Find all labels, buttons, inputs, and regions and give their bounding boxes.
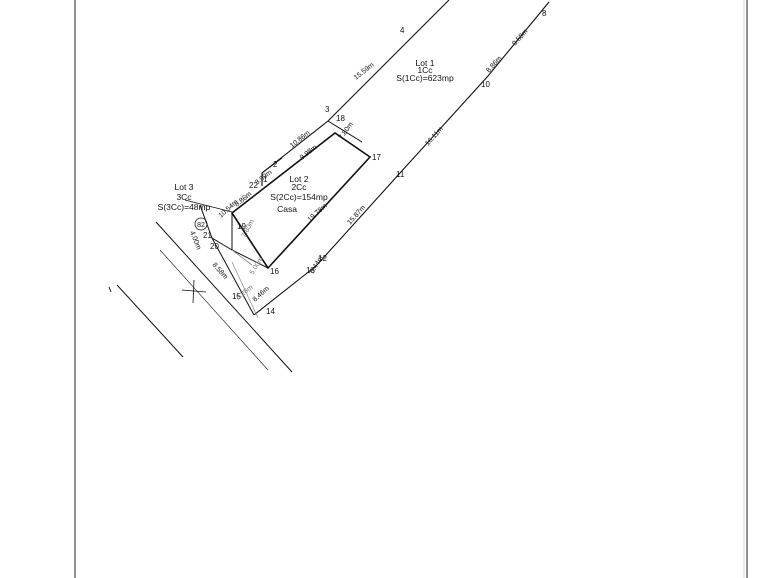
dim-9-58: 9.58m bbox=[511, 28, 529, 47]
point-21: 21 bbox=[203, 231, 212, 240]
dim-16-11: 16.11m bbox=[424, 126, 445, 148]
road-line-3 bbox=[159, 249, 269, 371]
dim-4-00: 4.00m bbox=[188, 230, 202, 251]
point-22: 22 bbox=[249, 181, 258, 190]
point-3: 3 bbox=[325, 105, 330, 114]
point-8: 8 bbox=[542, 9, 547, 18]
dim-15-87: 15.87m bbox=[346, 204, 367, 226]
plot-number-label: 82 bbox=[197, 222, 205, 229]
lot1-right-boundary bbox=[253, 1, 550, 316]
dim-8-46: 8.46m bbox=[252, 285, 271, 303]
dim-5-44: 5.44m bbox=[309, 255, 325, 275]
lot2-area: S(2Cc)=154mp bbox=[270, 192, 328, 202]
dim-15-59: 15.59m bbox=[353, 62, 376, 82]
lot1-boundary bbox=[261, 0, 450, 186]
plot-number-circle bbox=[194, 217, 208, 231]
lot3-code: 3Cc bbox=[176, 192, 192, 202]
point-12: 12 bbox=[318, 254, 327, 263]
road-line-2 bbox=[155, 221, 293, 373]
house-label: Casa bbox=[277, 204, 297, 214]
cross-marker-v bbox=[192, 279, 195, 304]
dim-9-98: 9.98m bbox=[299, 144, 319, 162]
lot2-name: Lot 2 bbox=[290, 174, 309, 184]
point-20: 20 bbox=[210, 242, 219, 251]
lot2-code: 2Cc bbox=[291, 182, 307, 192]
edge-mark bbox=[108, 286, 112, 293]
point-4: 4 bbox=[400, 26, 405, 35]
dim-10-86: 10.86m bbox=[289, 130, 312, 150]
lot2-grey-edge bbox=[231, 249, 253, 266]
point-15: 15 bbox=[232, 292, 241, 301]
point-2: 2 bbox=[273, 160, 278, 169]
dim-7-80-top: 7.80m bbox=[338, 121, 355, 141]
point-19: 19 bbox=[237, 222, 246, 231]
lot2-north-boundary bbox=[261, 157, 283, 174]
lot1-code: 1Cc bbox=[417, 65, 433, 75]
lot1-name: Lot 1 bbox=[416, 58, 435, 68]
dim-5-00: 5.00m bbox=[249, 256, 265, 276]
point-11: 11 bbox=[396, 170, 405, 179]
road-line-1 bbox=[116, 284, 184, 358]
lot3-name: Lot 3 bbox=[175, 182, 194, 192]
dim-19-78: 19.78m bbox=[307, 203, 329, 224]
dim-8-86-right: 8.86m bbox=[485, 55, 503, 74]
lot3-south-boundary bbox=[211, 237, 255, 316]
point-14: 14 bbox=[266, 307, 275, 316]
lot1-area: S(1Cc)=623mp bbox=[396, 73, 454, 83]
point-17: 17 bbox=[372, 153, 381, 162]
lot2-south-boundary bbox=[231, 249, 269, 269]
point-1: 1 bbox=[263, 175, 268, 184]
point-13: 13 bbox=[306, 266, 315, 275]
house-outline bbox=[230, 132, 372, 270]
point-10: 10 bbox=[481, 80, 490, 89]
cross-marker-h bbox=[181, 289, 207, 293]
lot3-east-grey-boundary bbox=[231, 261, 259, 319]
lot3-area: S(3Cc)=48mp bbox=[158, 202, 211, 212]
north-east-edge bbox=[327, 120, 363, 143]
lot3-leader-line bbox=[184, 199, 233, 213]
point-18: 18 bbox=[336, 114, 345, 123]
point-16: 16 bbox=[270, 267, 279, 276]
